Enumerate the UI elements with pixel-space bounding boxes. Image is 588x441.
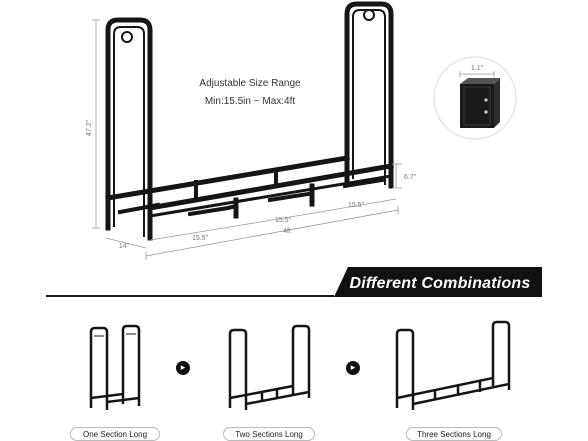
banner-notch: [334, 267, 348, 297]
height-label: 47.2": [86, 119, 93, 136]
total-length-label: 4ft: [283, 228, 291, 235]
tube-width-label: 1.1": [471, 65, 484, 72]
section-divider: [46, 295, 542, 297]
combo-rack-one: [89, 324, 141, 410]
combo-rack-two: [228, 324, 311, 410]
callout-line-1: Adjustable Size Range: [199, 78, 301, 89]
dimension-lines: [92, 19, 402, 260]
banner-background: [334, 267, 542, 297]
combo-rack-three: [395, 320, 511, 410]
banner-title: Different Combinations: [349, 275, 531, 292]
chevron-right-icon: ▸: [346, 361, 360, 375]
base-height-label: 6.7": [404, 174, 417, 181]
combo-label-three: Three Sections Long: [406, 427, 502, 441]
combo-label-one: One Section Long: [70, 427, 160, 441]
depth-label: 14": [119, 243, 130, 250]
section-2-label: 15.5": [275, 217, 292, 224]
main-rack: [105, 1, 394, 241]
ring-icon: [121, 31, 133, 43]
combo-label-two: Two Sections Long: [223, 427, 315, 441]
section-3-label: 15.5": [348, 202, 365, 209]
chevron-right-icon: ▸: [176, 361, 190, 375]
callout-line-2: Min:15.5in ~ Max:4ft: [205, 96, 296, 107]
ring-icon: [363, 9, 375, 21]
section-1-label: 15.5": [192, 235, 209, 242]
tube-detail: [433, 56, 517, 140]
